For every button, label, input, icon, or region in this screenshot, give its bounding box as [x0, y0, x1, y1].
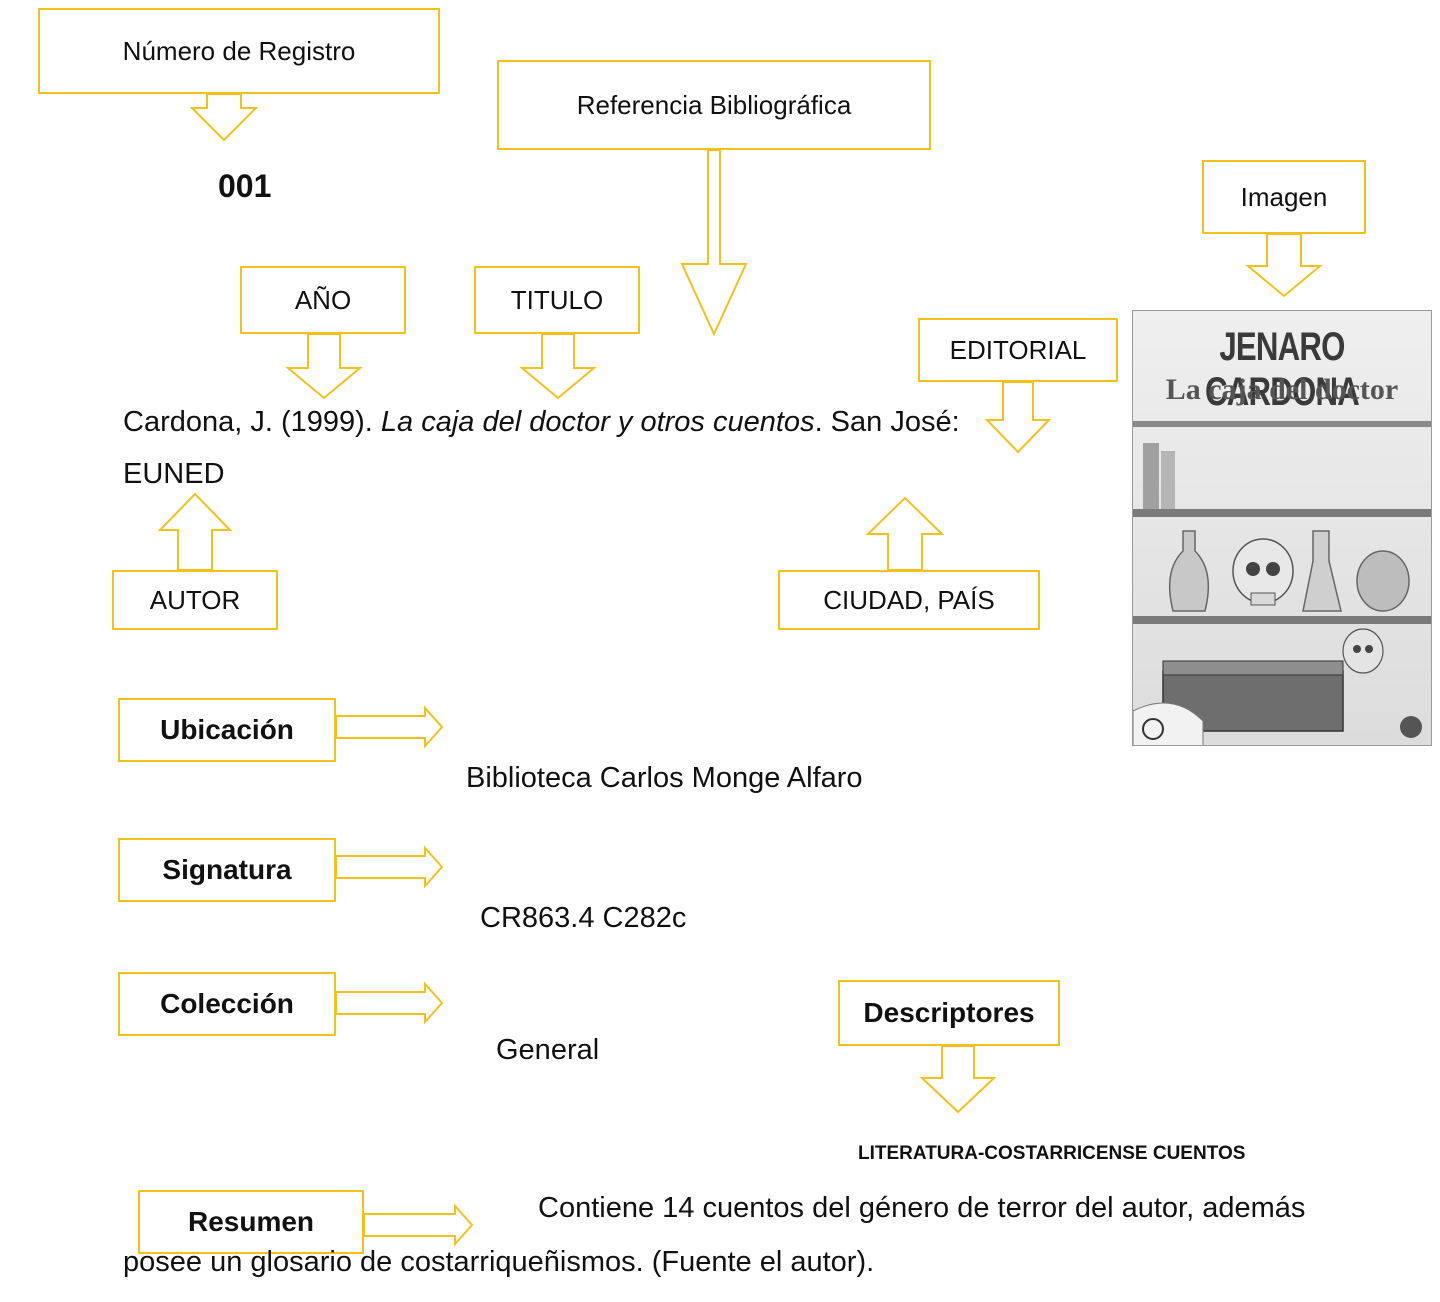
descriptores-value: LITERATURA-COSTARRICENSE CUENTOS [858, 1143, 1246, 1164]
editorial-label: EDITORIAL [949, 334, 1087, 365]
referencia-label-box: Referencia Bibliográfica [497, 60, 931, 150]
reference-title: La caja del doctor y otros cuentos [380, 406, 815, 438]
ciudad-pais-label-box: CIUDAD, PAÍS [778, 570, 1040, 630]
resumen-line-2: posee un glosario de costarriqueñismos. … [123, 1246, 875, 1278]
coleccion-label: Colección [160, 988, 294, 1019]
imagen-label: Imagen [1240, 181, 1328, 212]
ubicacion-value: Biblioteca Carlos Monge Alfaro [466, 762, 863, 794]
ubicacion-label-box: Ubicación [118, 698, 336, 762]
descriptores-label: Descriptores [863, 997, 1035, 1028]
cover-title: La caja del doctor [1165, 373, 1399, 406]
coleccion-label-box: Colección [118, 972, 336, 1036]
titulo-down-arrow [519, 333, 597, 400]
editorial-down-arrow [984, 381, 1052, 454]
coleccion-value: General [496, 1034, 600, 1066]
titulo-label-box: TITULO [474, 266, 640, 334]
reference-place: . San José: [814, 406, 960, 438]
cover-illustration [1133, 421, 1431, 745]
resumen-right-arrow [363, 1203, 474, 1247]
resumen-label: Resumen [187, 1206, 315, 1237]
registro-label: Número de Registro [122, 35, 356, 66]
registro-number: 001 [218, 168, 272, 204]
signatura-label: Signatura [162, 854, 292, 885]
resumen-label-box: Resumen [138, 1190, 364, 1254]
referencia-label: Referencia Bibliográfica [576, 89, 852, 120]
anio-label: AÑO [294, 284, 352, 315]
resumen-line-1: Contiene 14 cuentos del género de terror… [538, 1192, 1306, 1224]
signatura-label-box: Signatura [118, 838, 336, 902]
signatura-right-arrow [335, 845, 444, 889]
autor-label-box: AUTOR [112, 570, 278, 630]
ubicacion-label: Ubicación [160, 714, 294, 745]
anio-label-box: AÑO [240, 266, 406, 334]
ciudad-up-arrow [865, 496, 945, 571]
reference-line-1: Cardona, J. (1999). La caja del doctor y… [123, 408, 960, 437]
editorial-label-box: EDITORIAL [918, 318, 1118, 382]
book-cover-image: JENARO CARDONA La caja del doctor [1132, 310, 1432, 746]
autor-up-arrow [157, 492, 233, 571]
imagen-label-box: Imagen [1202, 160, 1366, 234]
autor-label: AUTOR [149, 584, 241, 615]
reference-line-2: EUNED [123, 458, 225, 490]
imagen-down-arrow [1245, 233, 1323, 298]
coleccion-right-arrow [335, 981, 444, 1025]
registro-label-box: Número de Registro [38, 8, 440, 94]
reference-author-year: Cardona, J. (1999). [123, 406, 381, 438]
descriptores-down-arrow [919, 1045, 997, 1114]
referencia-down-arrow [680, 149, 748, 337]
cover-author: JENARO CARDONA [1204, 325, 1360, 414]
anio-down-arrow [285, 333, 363, 400]
registro-down-arrow [189, 93, 259, 142]
titulo-label: TITULO [510, 284, 604, 315]
ubicacion-right-arrow [335, 705, 444, 749]
ciudad-pais-label: CIUDAD, PAÍS [823, 584, 995, 615]
signatura-value: CR863.4 C282c [480, 902, 687, 934]
descriptores-label-box: Descriptores [838, 980, 1060, 1046]
